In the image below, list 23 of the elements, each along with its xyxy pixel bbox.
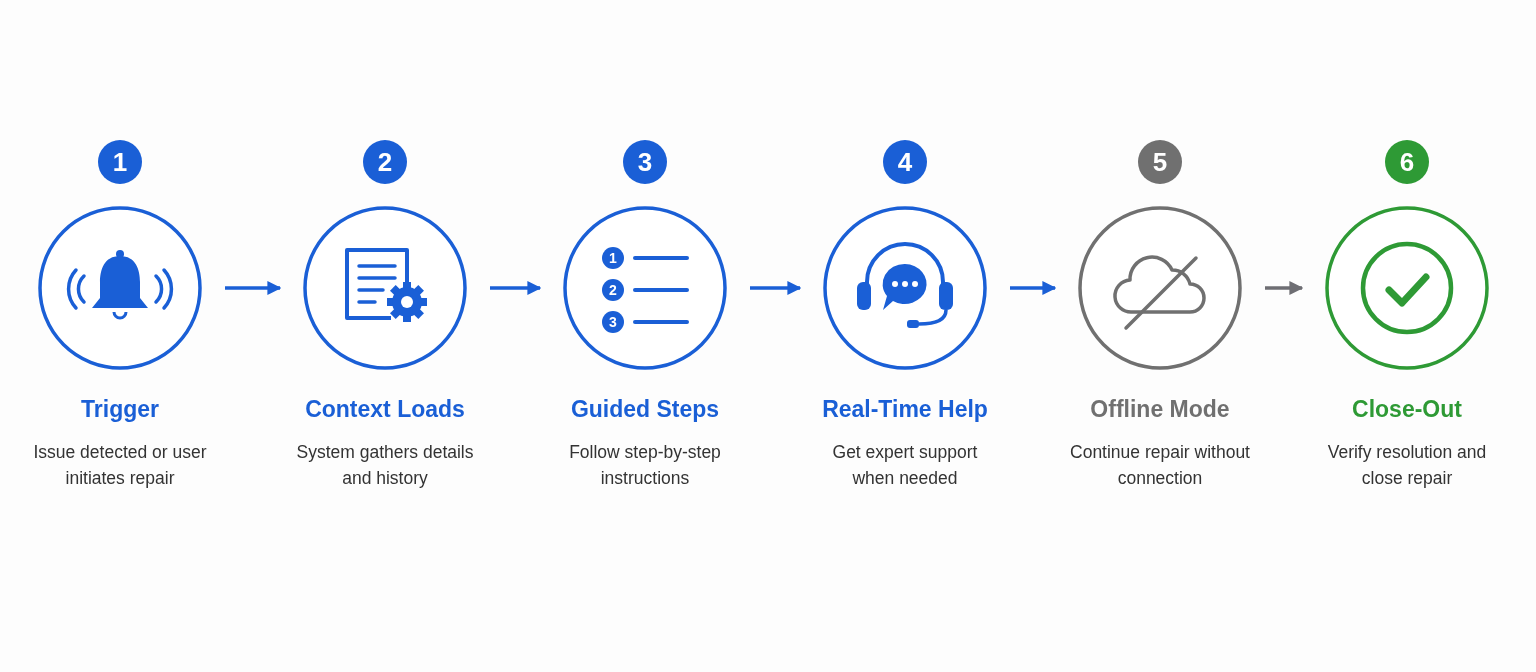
step-description: Get expert support when needed (831, 441, 979, 490)
step-description: Continue repair without connection (1069, 441, 1251, 490)
step-number-badge: 6 (1385, 140, 1429, 184)
step-description: Follow step-by-step instructions (568, 441, 722, 490)
step-number-badge: 3 (623, 140, 667, 184)
step-number-badge: 1 (98, 140, 142, 184)
step-number-badge: 5 (1138, 140, 1182, 184)
step-title: Context Loads (304, 396, 466, 423)
step-title: Close-Out (1351, 396, 1463, 423)
step-title: Offline Mode (1089, 396, 1231, 423)
step-title: Trigger (80, 396, 160, 423)
step-description: System gathers details and history (295, 441, 475, 490)
step-title: Guided Steps (569, 396, 721, 423)
arrow (490, 281, 542, 295)
step-number-badge: 4 (883, 140, 927, 184)
step-number-badge: 2 (363, 140, 407, 184)
arrow (225, 281, 282, 295)
step-description: Verify resolution and close repair (1326, 441, 1488, 490)
step-title: Real-Time Help (821, 396, 989, 423)
arrow (1010, 281, 1057, 295)
step-description: Issue detected or user initiates repair (32, 441, 208, 490)
arrow (1265, 281, 1304, 295)
arrow (750, 281, 802, 295)
